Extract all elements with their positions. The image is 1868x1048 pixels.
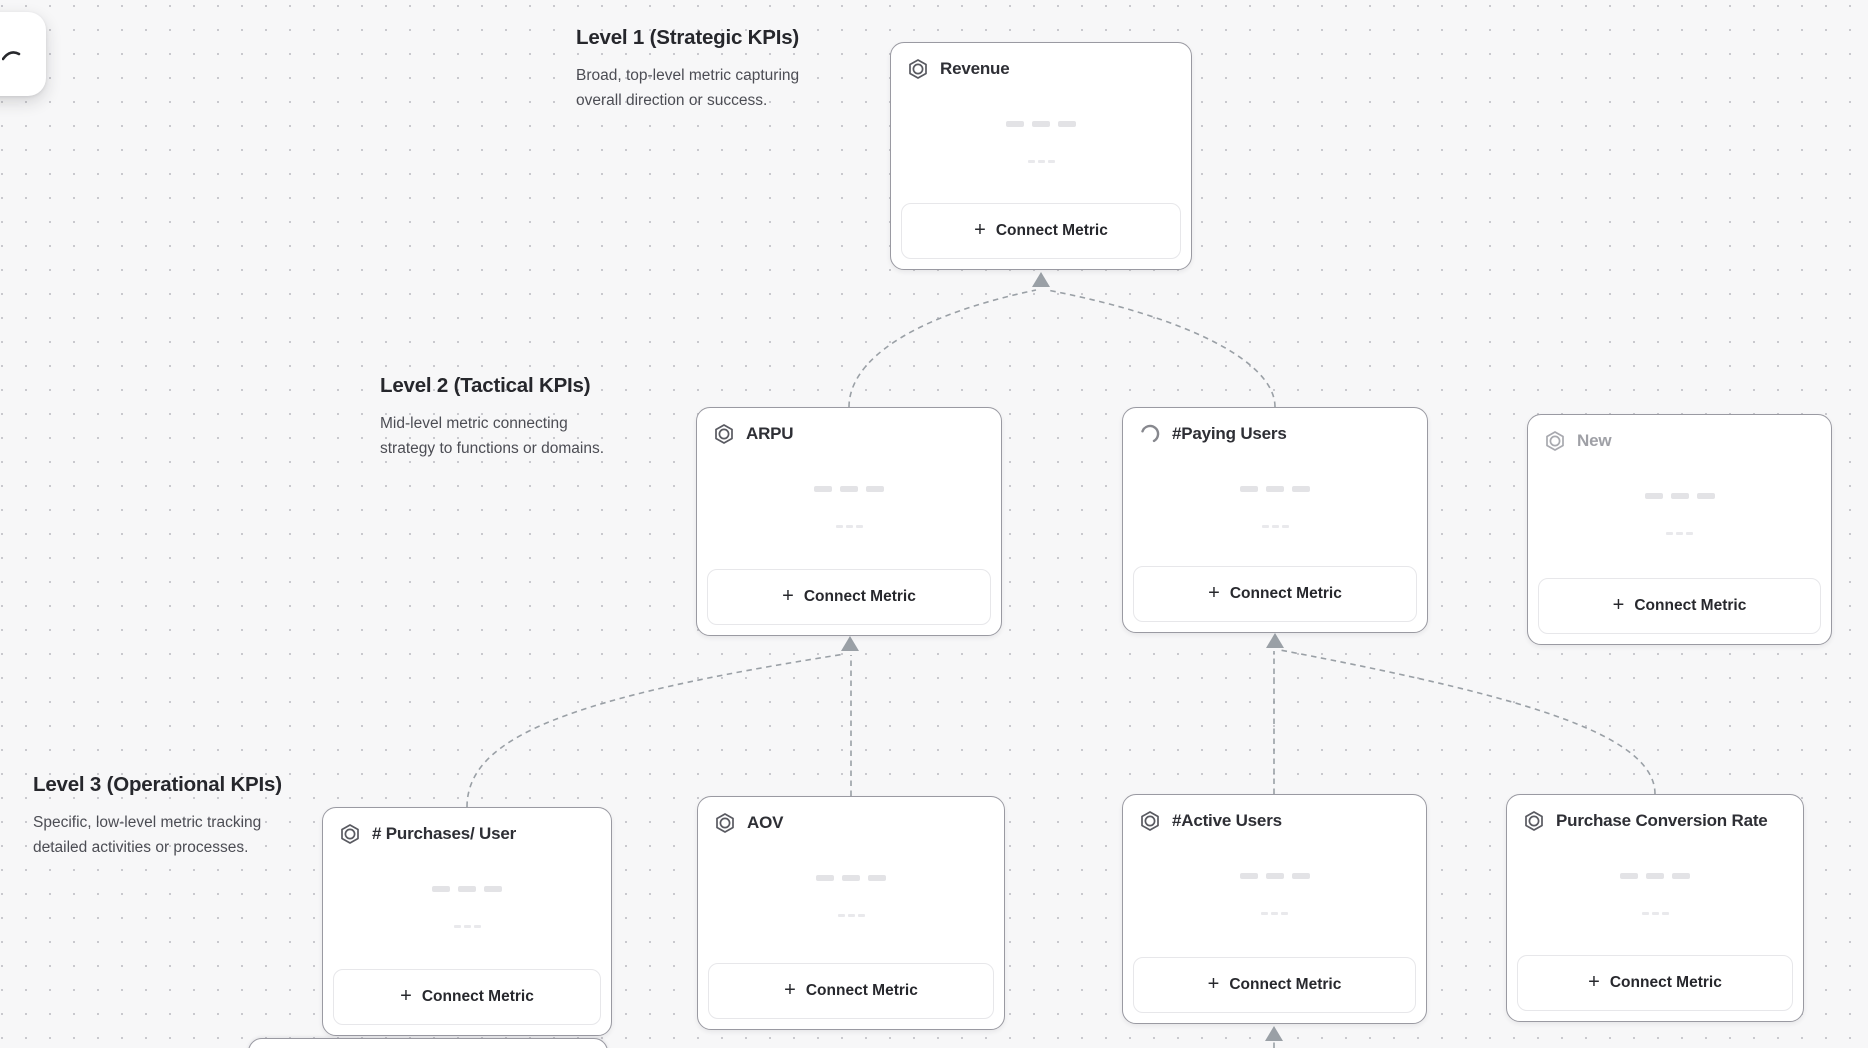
plus-icon: + (1612, 594, 1625, 616)
metric-skeleton-row (323, 886, 611, 892)
metric-card-revenue[interactable]: Revenue + Connect Metric (890, 42, 1192, 270)
connect-metric-label: Connect Metric (805, 982, 918, 999)
connect-metric-button[interactable]: + Connect Metric (901, 203, 1181, 259)
card-header: ARPU (697, 408, 1001, 445)
card-header: # Purchases/ User (323, 808, 611, 845)
connect-metric-label: Connect Metric (1229, 976, 1342, 993)
cursor-icon (2, 51, 21, 61)
level-2-description-line1: Mid-level metric connecting (380, 415, 568, 432)
connect-metric-label: Connect Metric (421, 988, 534, 1005)
card-header: AOV (698, 797, 1004, 834)
metric-hexagon-icon (907, 58, 929, 80)
level-2-label: Level 2 (Tactical KPIs) Mid-level metric… (380, 374, 604, 461)
metric-card-title: AOV (747, 813, 784, 832)
metric-card-new[interactable]: New + Connect Metric (1527, 414, 1832, 645)
metric-skeleton-row (323, 925, 611, 928)
level-3-description-line1: Specific, low-level metric tracking (33, 814, 262, 831)
metric-skeleton-row (697, 525, 1001, 528)
metric-skeleton-row (698, 914, 1004, 917)
metric-skeleton-row (1507, 873, 1803, 879)
level-3-title: Level 3 (Operational KPIs) (33, 773, 282, 796)
metric-card-title: New (1577, 431, 1612, 450)
metric-skeleton-row (1528, 532, 1831, 535)
connect-metric-button[interactable]: + Connect Metric (1517, 955, 1793, 1011)
plus-icon: + (400, 985, 412, 1007)
metric-card-paying-users[interactable]: #Paying Users + Connect Metric (1122, 407, 1428, 633)
metric-card-purchases-per-user[interactable]: # Purchases/ User + Connect Metric (322, 807, 612, 1036)
metric-card-title: ARPU (746, 424, 794, 443)
card-header: Revenue (891, 43, 1191, 80)
level-1-label: Level 1 (Strategic KPIs) Broad, top-leve… (576, 26, 799, 113)
connect-metric-button[interactable]: + Connect Metric (1133, 957, 1416, 1013)
level-1-description-line1: Broad, top-level metric capturing (576, 67, 800, 84)
metric-card-title: #Active Users (1172, 811, 1282, 830)
metric-skeleton-row (1507, 912, 1803, 915)
connect-metric-label: Connect Metric (803, 588, 916, 605)
connect-metric-button[interactable]: + Connect Metric (1133, 566, 1417, 622)
metric-hexagon-icon (1544, 430, 1566, 452)
metric-hexagon-icon (714, 812, 736, 834)
metric-card-partial-bottom[interactable] (248, 1038, 608, 1048)
card-header: #Active Users (1123, 795, 1426, 832)
connect-metric-label: Connect Metric (995, 222, 1108, 239)
connect-metric-button[interactable]: + Connect Metric (333, 969, 601, 1025)
plus-icon: + (1588, 971, 1600, 993)
metric-hexagon-icon (339, 823, 361, 845)
card-header: #Paying Users (1123, 408, 1427, 445)
metric-skeleton-row (891, 160, 1191, 163)
card-header: New (1528, 415, 1831, 452)
toolbar-panel[interactable] (0, 12, 46, 96)
metric-card-title: Purchase Conversion Rate (1556, 811, 1768, 830)
metric-hexagon-icon (1523, 810, 1545, 832)
connect-metric-label: Connect Metric (1229, 585, 1342, 602)
level-2-description-line2: strategy to functions or domains. (380, 440, 605, 457)
metric-card-title: Revenue (940, 59, 1010, 78)
level-3-description-line2: detailed activities or processes. (33, 839, 249, 856)
plus-icon: + (974, 219, 986, 241)
metric-hexagon-icon (713, 423, 735, 445)
metric-card-purchase-conversion-rate[interactable]: Purchase Conversion Rate + Connect Metri… (1506, 794, 1804, 1022)
connect-metric-label: Connect Metric (1609, 974, 1722, 991)
level-1-title: Level 1 (Strategic KPIs) (576, 26, 800, 49)
metric-skeleton-row (1123, 873, 1426, 879)
metric-hexagon-icon (1139, 810, 1161, 832)
connect-metric-button[interactable]: + Connect Metric (1538, 578, 1821, 634)
metric-card-title: # Purchases/ User (372, 824, 517, 843)
level-2-title: Level 2 (Tactical KPIs) (380, 374, 591, 397)
metric-skeleton-row (697, 486, 1001, 492)
level-3-label: Level 3 (Operational KPIs) Specific, low… (33, 773, 282, 860)
plus-icon: + (784, 979, 796, 1001)
metric-card-title: #Paying Users (1172, 424, 1287, 443)
metric-skeleton-row (1123, 525, 1427, 528)
connect-metric-button[interactable]: + Connect Metric (708, 963, 994, 1019)
metric-card-active-users[interactable]: #Active Users + Connect Metric (1122, 794, 1427, 1024)
metric-card-arpu[interactable]: ARPU + Connect Metric (696, 407, 1002, 636)
metric-skeleton-row (891, 121, 1191, 127)
metric-skeleton-row (1123, 912, 1426, 915)
metric-skeleton-row (1528, 493, 1831, 499)
metric-skeleton-row (698, 875, 1004, 881)
metric-card-aov[interactable]: AOV + Connect Metric (697, 796, 1005, 1030)
plus-icon: + (1207, 973, 1220, 995)
metric-skeleton-row (1123, 486, 1427, 492)
plus-icon: + (782, 585, 794, 607)
connect-metric-label: Connect Metric (1634, 597, 1747, 614)
loading-spinner-icon (1139, 423, 1161, 445)
connect-metric-button[interactable]: + Connect Metric (707, 569, 991, 625)
card-header: Purchase Conversion Rate (1507, 795, 1803, 832)
level-1-description-line2: overall direction or success. (576, 92, 768, 109)
plus-icon: + (1208, 582, 1220, 604)
